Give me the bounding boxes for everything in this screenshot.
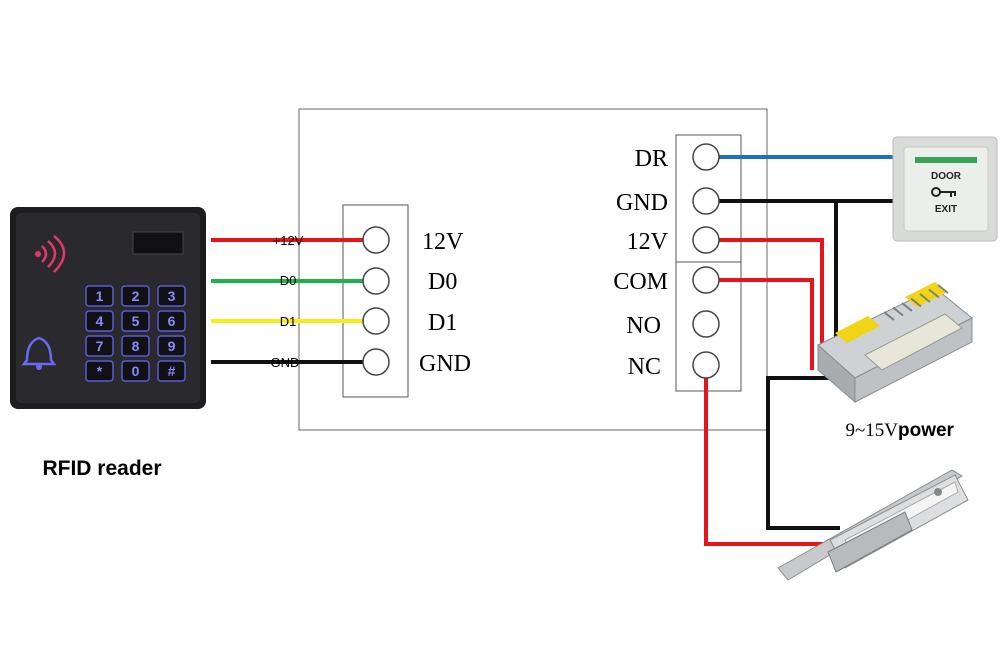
screw-right-4 <box>692 266 720 294</box>
keypad-key: 2 <box>132 288 140 304</box>
screw-left-1 <box>362 226 390 254</box>
screw-right-5 <box>692 310 720 338</box>
terminal-label-com: COM <box>613 269 668 295</box>
wire-label-d0: D0 <box>280 273 297 288</box>
exit-button-text-exit: EXIT <box>935 204 957 215</box>
screw-right-1 <box>692 143 720 171</box>
psu-yellow-stripe <box>835 316 880 343</box>
key-3-frame <box>157 285 186 307</box>
terminal-label-nc: NC <box>628 354 661 380</box>
wire-label-gnd: GND <box>271 355 300 370</box>
bell-icon <box>21 336 57 370</box>
exit-button-led-strip <box>915 157 977 163</box>
exit-button-plate <box>903 146 989 232</box>
screw-left-4 <box>362 348 390 376</box>
key-icon <box>931 187 956 197</box>
screw-right-3 <box>692 226 720 254</box>
rf-wave-icon <box>35 235 66 273</box>
terminal-label-gnd-right: GND <box>616 190 668 216</box>
psu-yellow-stripe-2 <box>905 282 947 307</box>
key-6-frame <box>157 310 186 332</box>
lock-screw <box>934 488 942 496</box>
exit-button: DOOR EXIT <box>892 136 998 242</box>
screw-left-2 <box>362 267 390 295</box>
screw-right-6 <box>692 351 720 379</box>
terminal-label-12v: 12V <box>422 229 464 255</box>
keypad-key: 5 <box>132 313 140 329</box>
key-11-frame <box>121 360 150 382</box>
psu-vent-slot <box>892 306 904 317</box>
psu-vent-slot <box>937 284 949 294</box>
wire-nc-to-lock <box>704 365 840 546</box>
rfid-reader: 1 2 3 4 5 6 7 8 9 * 0 # <box>10 207 206 409</box>
terminal-label-gnd: GND <box>419 351 471 377</box>
psu-vent-slot <box>919 293 931 303</box>
keypad-key: # <box>168 363 176 379</box>
terminal-label-12v-right: 12V <box>627 229 669 255</box>
keypad-key: 7 <box>96 338 104 354</box>
keypad-key: 8 <box>132 338 140 354</box>
psu-vent-slot <box>883 311 895 321</box>
key-5-frame <box>121 310 150 332</box>
terminal-label-d1: D1 <box>428 310 457 336</box>
right-terminal-block <box>675 134 742 392</box>
power-supply-label-range: 9~15V <box>845 420 898 441</box>
keypad-key: 6 <box>168 313 176 329</box>
keypad-key: 0 <box>132 363 140 379</box>
keypad-key: * <box>97 363 103 379</box>
screw-left-3 <box>362 307 390 335</box>
psu-vent-slot <box>901 302 913 312</box>
power-supply <box>817 282 973 404</box>
key-7-frame <box>85 335 114 357</box>
key-9-frame <box>157 335 186 357</box>
psu-vents <box>883 284 949 321</box>
wire-com <box>706 278 814 370</box>
screw-right-2 <box>692 187 720 215</box>
keypad-key: 1 <box>96 288 104 304</box>
right-terminal-screws <box>692 143 720 379</box>
key-2-frame <box>121 285 150 307</box>
left-terminal-screws <box>362 226 390 376</box>
reader-keypad: 1 2 3 4 5 6 7 8 9 * 0 # <box>85 285 186 382</box>
exit-button-text-door: DOOR <box>931 171 962 182</box>
key-1-frame <box>85 285 114 307</box>
lock-cylinder <box>827 511 913 573</box>
keypad-key: 9 <box>168 338 176 354</box>
keypad-key: 3 <box>168 288 176 304</box>
wire-label-12v: +12V <box>273 233 304 248</box>
power-supply-label-word: power <box>898 420 955 441</box>
terminal-label-dr: DR <box>635 146 668 172</box>
wire-label-d1: D1 <box>280 314 297 329</box>
keypad-key: 4 <box>96 313 104 329</box>
terminal-label-d0: D0 <box>428 269 457 295</box>
psu-vent-slot <box>910 297 922 308</box>
rfid-reader-label: RFID reader <box>42 457 161 480</box>
key-12-frame <box>157 360 186 382</box>
key-8-frame <box>121 335 150 357</box>
key-10-frame <box>85 360 114 382</box>
wire-12v-to-psu <box>706 238 824 365</box>
psu-vent-slot <box>928 288 940 299</box>
wire-psu-to-lock <box>766 376 840 530</box>
terminal-label-no: NO <box>626 313 661 339</box>
psu-label-sticker <box>864 313 963 371</box>
reader-display <box>132 231 184 255</box>
key-4-frame <box>85 310 114 332</box>
electric-strike-lock <box>777 469 969 581</box>
